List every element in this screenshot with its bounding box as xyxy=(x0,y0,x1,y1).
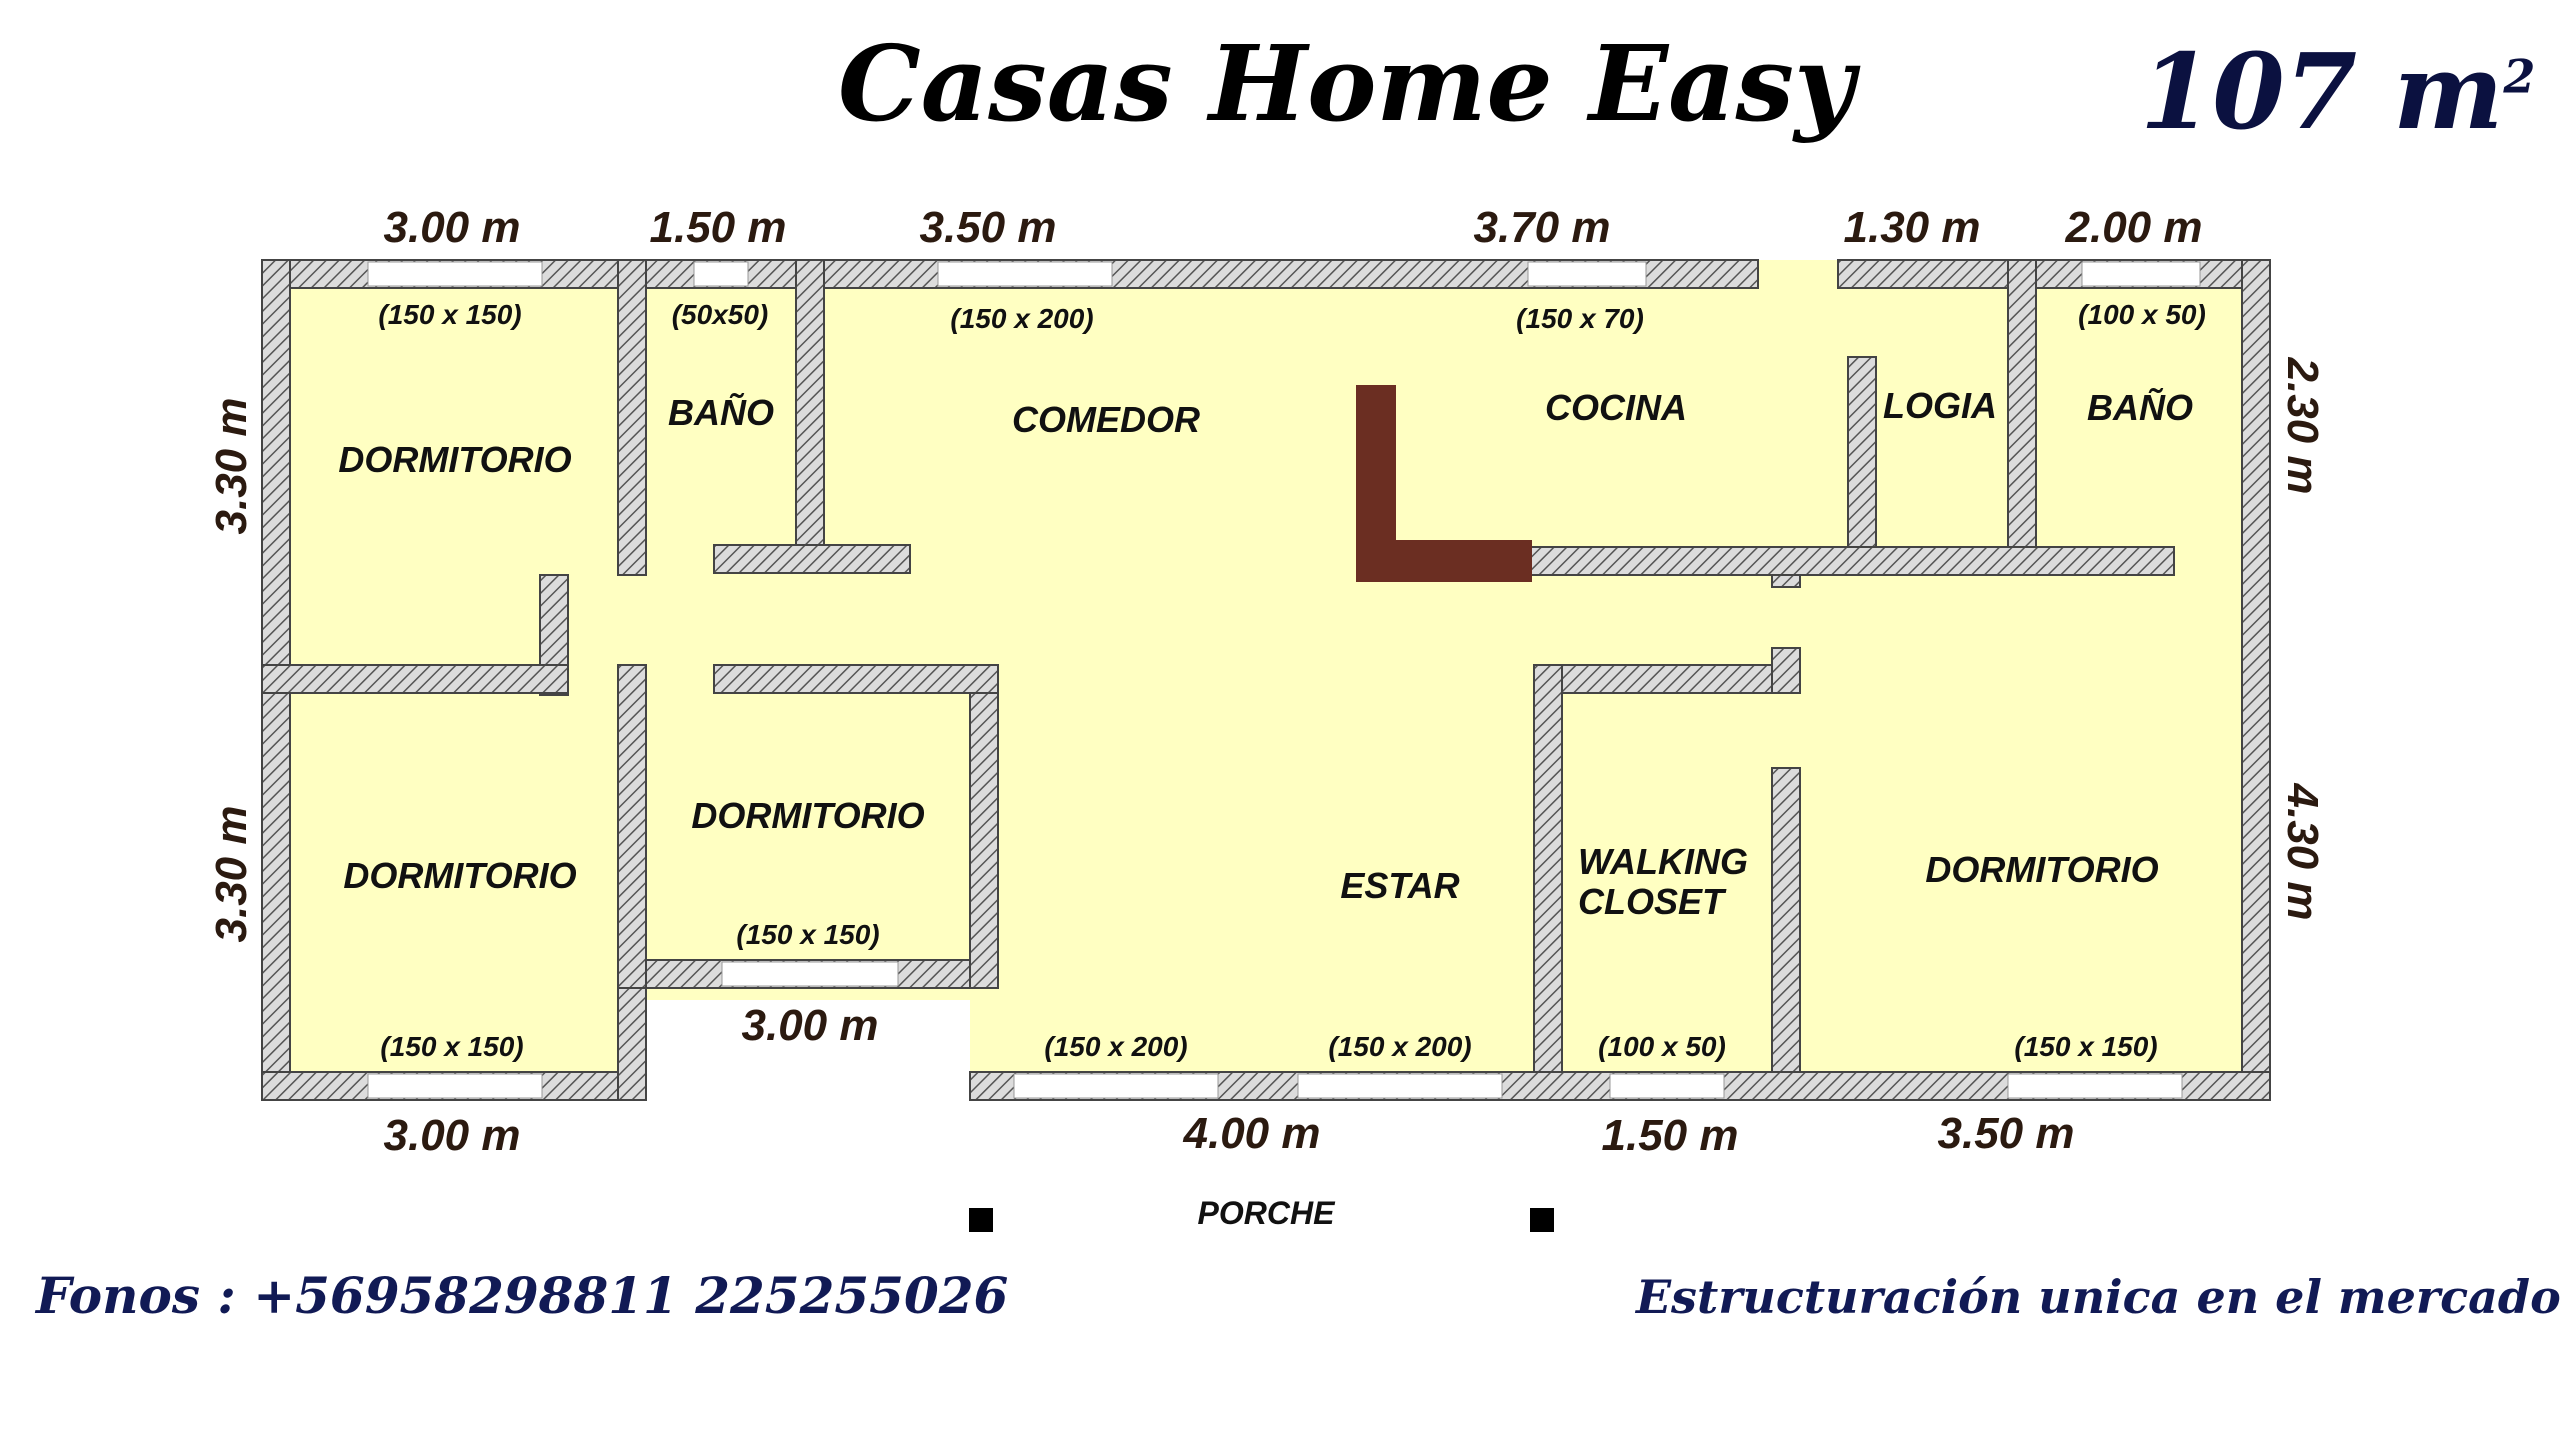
exterior-wall-top-right xyxy=(1837,259,2271,289)
window-label-top-3: (150 x 200) xyxy=(950,303,1093,334)
wall-dorms-horizontal xyxy=(261,664,569,694)
window-label-top-2: (50x50) xyxy=(672,299,769,330)
wall-bano-comedor xyxy=(795,259,825,546)
dim-bottom-3: 1.50 m xyxy=(1602,1111,1739,1160)
window-label-bottom-1: (150 x 150) xyxy=(380,1031,523,1062)
room-label-comedor: COMEDOR xyxy=(1012,399,1200,440)
footer-phones: Fonos : +56958298811 225255026 xyxy=(36,1266,1009,1325)
wall-logia-bano xyxy=(2007,259,2037,548)
dim-top-3: 3.50 m xyxy=(920,203,1057,252)
dim-top-2: 1.50 m xyxy=(650,203,787,252)
wall-dorm-bano-upper xyxy=(617,259,647,576)
window-label-bottom-3: (150 x 200) xyxy=(1328,1031,1471,1062)
room-label-dormitorio-bottom-left: DORMITORIO xyxy=(343,855,576,896)
dim-inner-bottom: 3.00 m xyxy=(742,1001,879,1050)
dim-top-1: 3.00 m xyxy=(384,203,521,252)
dim-top-5: 1.30 m xyxy=(1844,203,1981,252)
dimension-labels: 3.00 m 1.50 m 3.50 m 3.70 m 1.30 m 2.00 … xyxy=(207,203,2327,1160)
area-unit-superscript: 2 xyxy=(2503,49,2536,104)
window-label-bottom-5: (150 x 150) xyxy=(2014,1031,2157,1062)
floor-plan: DORMITORIO BAÑO COMEDOR COCINA LOGIA BAÑ… xyxy=(207,203,2327,1232)
wall-cocina-bottom xyxy=(1529,546,2175,576)
window-size-labels: (150 x 150) (50x50) (150 x 200) (150 x 7… xyxy=(378,299,2205,1062)
room-label-dormitorio-right: DORMITORIO xyxy=(1925,849,2158,890)
dim-right-upper: 2.30 m xyxy=(2278,357,2327,495)
dim-bottom-2: 4.00 m xyxy=(1183,1109,1321,1158)
room-label-dormitorio-middle: DORMITORIO xyxy=(691,795,924,836)
wall-dorm-middle-left xyxy=(617,664,647,989)
wall-walking-dorm xyxy=(1771,767,1801,1073)
dim-bottom-1: 3.00 m xyxy=(384,1111,521,1160)
room-label-bano-left: BAÑO xyxy=(668,391,774,433)
kitchen-counter xyxy=(1356,385,1532,582)
window-label-top-4: (150 x 70) xyxy=(1516,303,1644,334)
room-label-estar: ESTAR xyxy=(1340,865,1459,906)
wall-dorm-middle-top xyxy=(713,664,999,694)
wall-walking-top xyxy=(1533,664,1799,694)
room-label-cocina: COCINA xyxy=(1545,387,1687,428)
room-labels: DORMITORIO BAÑO COMEDOR COCINA LOGIA BAÑ… xyxy=(338,385,2193,1231)
wall-walking-stub xyxy=(1771,647,1801,694)
footer-tagline: Estructuración unica en el mercado xyxy=(1636,1270,2560,1324)
dim-left-lower: 3.30 m xyxy=(207,806,256,943)
plan-title: Casas Home Easy xyxy=(838,22,1855,145)
window-label-bottom-2: (150 x 200) xyxy=(1044,1031,1187,1062)
room-label-bano-right: BAÑO xyxy=(2087,386,2193,428)
dim-left-upper: 3.30 m xyxy=(207,398,256,535)
window-label-mid-dorm: (150 x 150) xyxy=(736,919,879,950)
exterior-wall-right xyxy=(2241,259,2271,1101)
wall-estar-walking xyxy=(1533,664,1563,1073)
porch-post-right xyxy=(1530,1208,1554,1232)
window-label-top-1: (150 x 150) xyxy=(378,299,521,330)
room-label-dormitorio-top-left: DORMITORIO xyxy=(338,439,571,480)
window-label-bottom-4: (100 x 50) xyxy=(1598,1031,1726,1062)
dim-top-6: 2.00 m xyxy=(2065,203,2203,252)
dim-bottom-4: 3.50 m xyxy=(1938,1109,2075,1158)
window-label-top-5: (100 x 50) xyxy=(2078,299,2206,330)
room-label-closet: CLOSET xyxy=(1578,881,1727,922)
porch-post-left xyxy=(969,1208,993,1232)
dim-right-lower: 4.30 m xyxy=(2278,783,2327,921)
room-label-porche: PORCHE xyxy=(1198,1195,1337,1231)
wall-small-box xyxy=(1771,574,1801,588)
room-label-walking: WALKING xyxy=(1578,841,1748,882)
area-value: 107 m xyxy=(2140,30,2504,153)
room-label-logia: LOGIA xyxy=(1883,385,1997,426)
wall-logia-left xyxy=(1847,356,1877,548)
dim-top-4: 3.70 m xyxy=(1474,203,1611,252)
window-openings xyxy=(367,261,2201,1099)
wall-bano-bottom xyxy=(713,544,911,574)
notch-wall-right xyxy=(969,664,999,989)
area-badge: 107 m2 xyxy=(2140,30,2535,153)
